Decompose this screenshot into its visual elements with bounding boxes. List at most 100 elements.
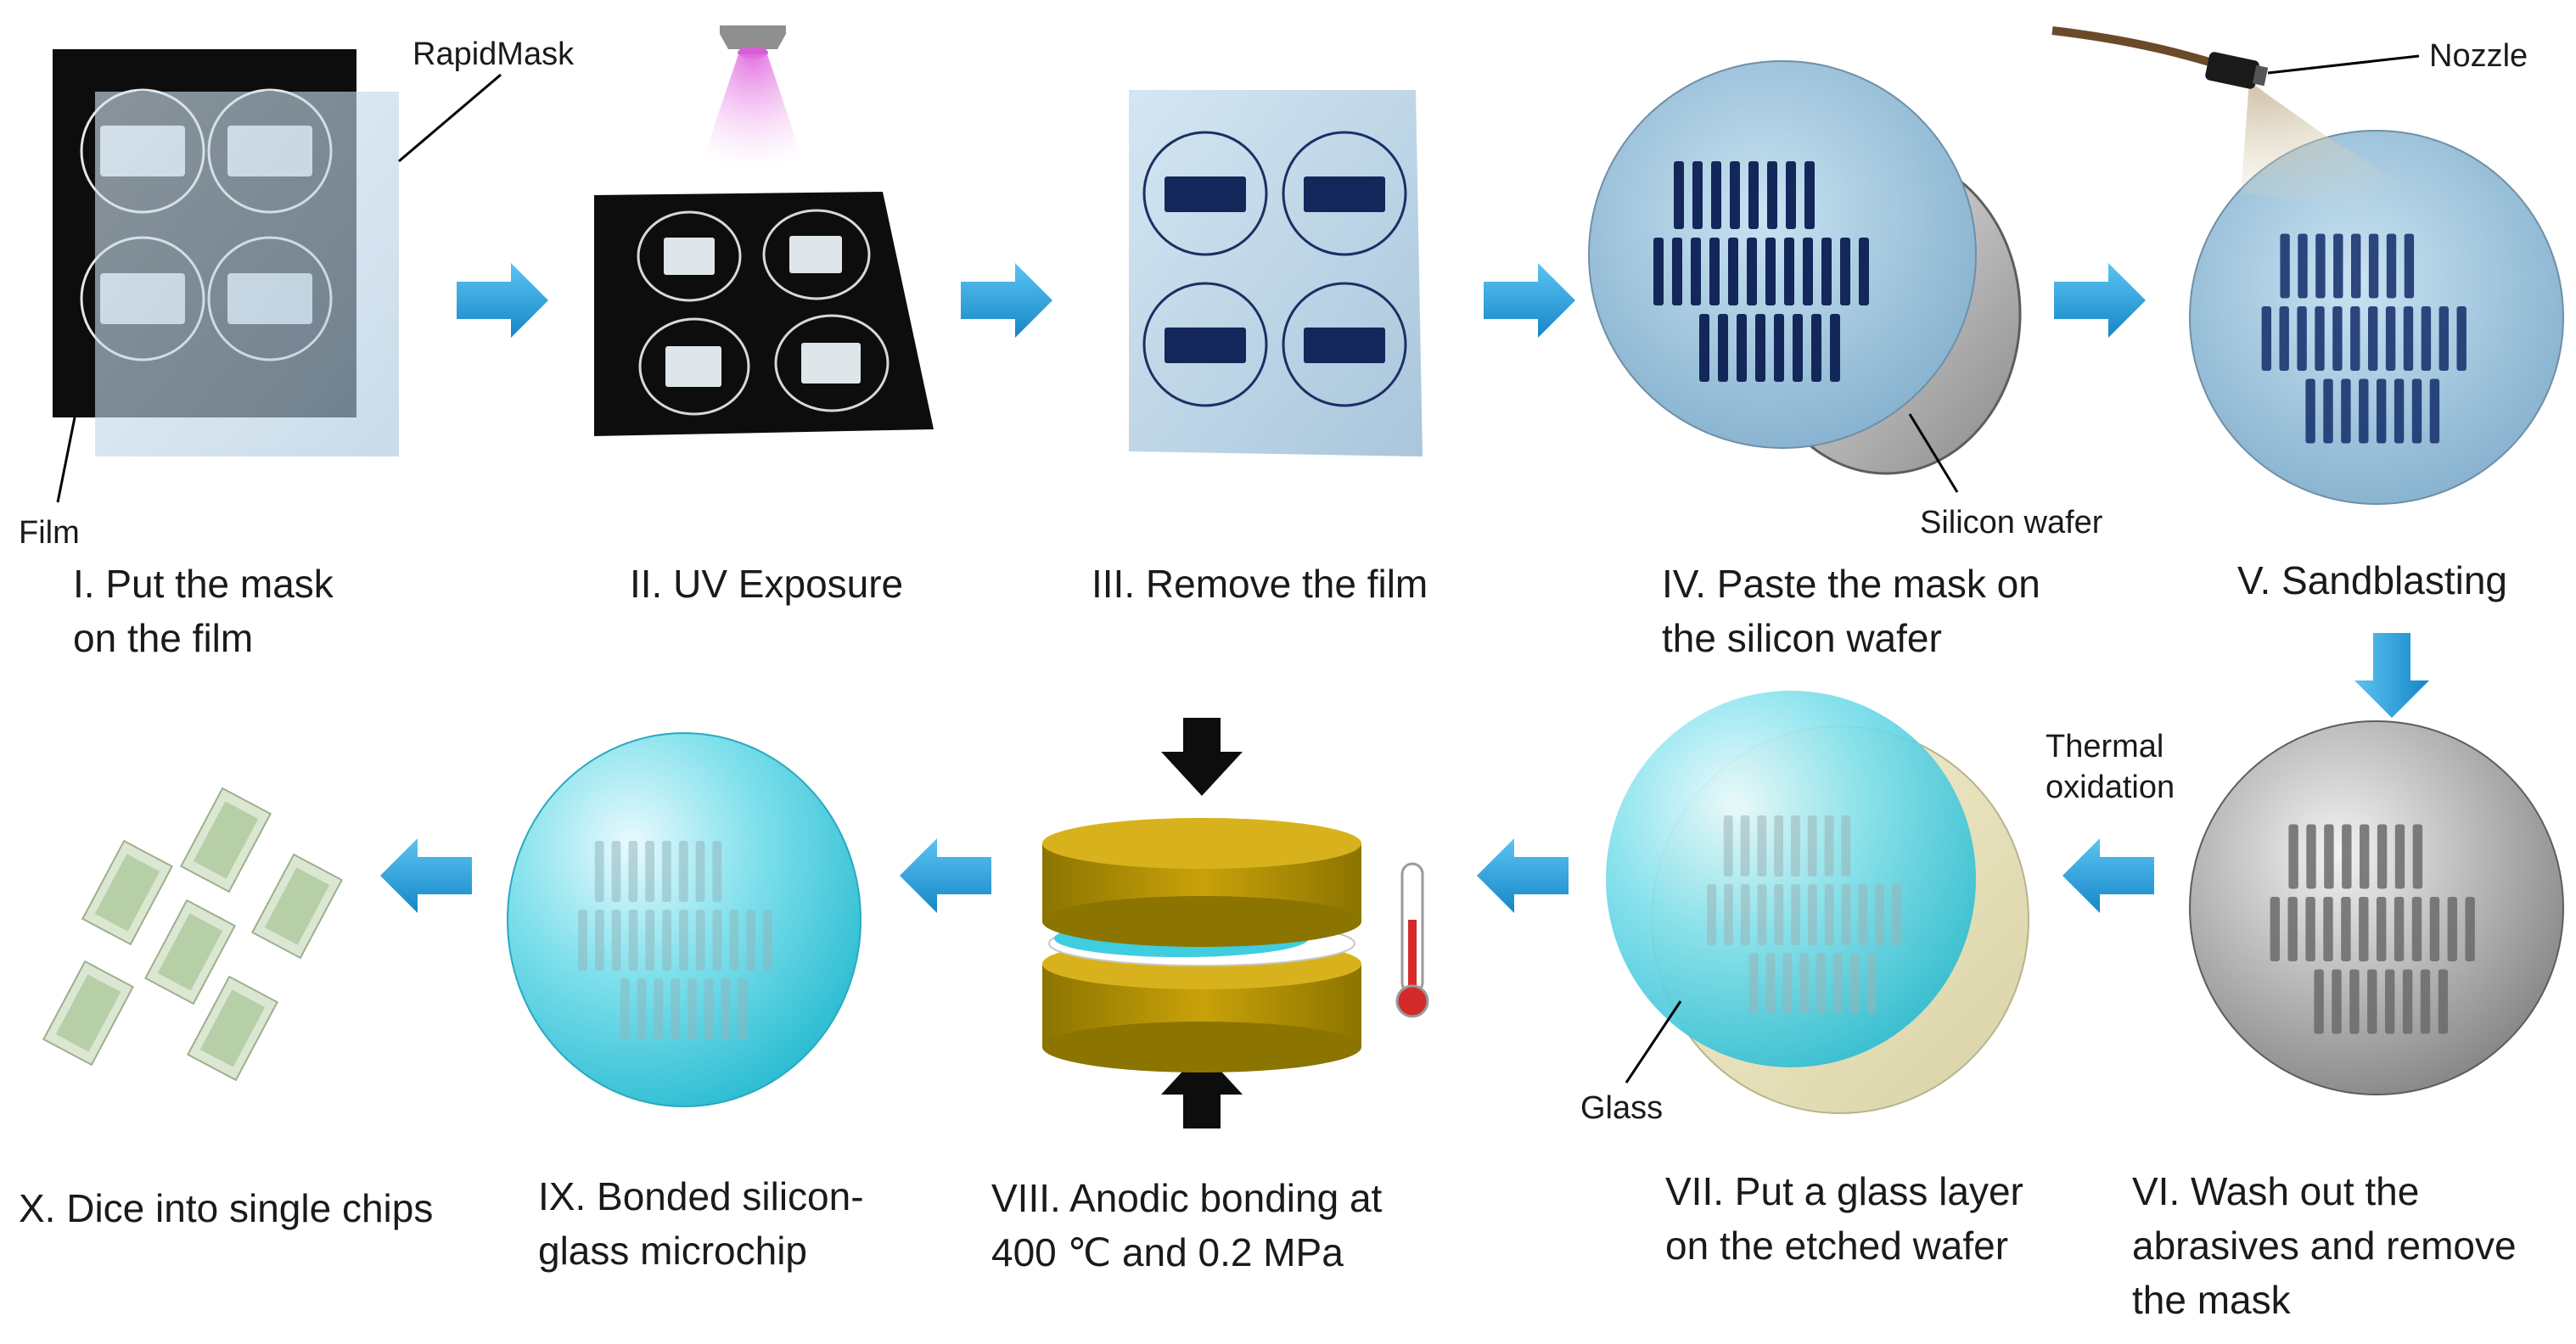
left-arrow-icon [900,838,991,913]
nozzle-label: Nozzle [2429,38,2528,74]
glass-layer [1606,691,1976,1067]
microchannel [2394,824,2405,889]
microchannel [1740,884,1750,945]
microchannel [1804,161,1815,229]
microchannel [1824,884,1834,945]
step-caption-10: X. Dice into single chips [19,1186,434,1230]
microchannel [2456,306,2467,371]
microchannel [1672,238,1682,305]
microchannel [1859,238,1869,305]
microchannel [2429,897,2440,961]
microchannel [2297,306,2307,371]
microchannel [2420,969,2431,1034]
microchannel [2305,378,2315,444]
step-caption-9: IX. Bonded silicon- glass microchip [538,1174,864,1273]
thermal-oxidation-label: Thermal oxidation [2046,729,2175,805]
single-chip [42,960,135,1067]
microchannel [2332,969,2342,1034]
microchannel [2298,233,2308,299]
microchannel [1740,815,1750,876]
step-caption-8: VIII. Anodic bonding at 400 ℃ and 0.2 MP… [991,1176,1383,1274]
step-caption-4: IV. Paste the mask on the silicon wafer [1662,562,2040,660]
microchannel [1692,161,1703,229]
right-arrow-icon [961,263,1052,338]
microchannel [1830,314,1840,382]
single-chip [186,975,279,1082]
wafer-channels-3 [2270,824,2475,1034]
microchannel [2404,233,2415,299]
microchannel [1755,314,1765,382]
microchannel [2279,306,2289,371]
flow-arrows [380,263,2429,913]
microchannel [637,978,647,1039]
step-caption-5: V. Sandblasting [2237,558,2508,602]
left-arrow-icon [1477,838,1569,913]
microchannel [2360,824,2370,889]
top-press-plate [1042,818,1361,947]
microchannel [687,978,697,1039]
microchannel [763,910,772,971]
microchannel [2314,969,2324,1034]
wafer-channels-5 [578,841,772,1039]
microchannel [1841,815,1851,876]
microchannel [1824,815,1834,876]
microchannel [1840,238,1850,305]
right-arrow-icon [457,263,548,338]
microchannel [2394,378,2405,444]
microchannel [654,978,664,1039]
microchannel [628,910,638,971]
microchannel [2377,824,2388,889]
rapidmask-label: RapidMask [412,36,575,72]
microchannel [2315,233,2326,299]
microchannel [2341,897,2351,961]
microchannel [1866,953,1877,1014]
abrasive-spray [2241,81,2461,221]
step6-graphic [2189,720,2564,1095]
press-arrow-icon [1161,718,1243,1128]
glass-leader [1625,1000,1682,1084]
microchannel [2359,897,2369,961]
microchannel [2421,306,2432,371]
step7-graphic [1606,691,2029,1114]
microchannel [712,910,722,971]
step2-graphic [594,25,934,436]
microchannel [1699,314,1709,382]
wafer-channels-4 [1707,815,1901,1014]
microchannel [662,910,671,971]
step5-graphic [2051,26,2564,505]
right-arrow-icon [1484,263,1575,338]
microchannel [1765,238,1776,305]
microchannel [1791,815,1800,876]
microchannel [695,910,705,971]
microchannel [2402,969,2413,1034]
microchannel [2439,306,2449,371]
microchannel [746,910,755,971]
thermometer-icon [1395,862,1429,1018]
microchannel [1718,314,1728,382]
rapidmask-sheet [95,92,399,456]
right-arrow-icon [2054,263,2146,338]
microchannel [2280,233,2290,299]
single-chip [81,839,174,946]
microchannel [1737,314,1747,382]
exposed-patterns [637,209,890,416]
uv-lamp-icon [699,25,806,170]
microchannel [704,978,714,1039]
microchannel [2403,306,2414,371]
rapidmask-leader [398,73,502,163]
microchannel [2332,306,2343,371]
step9-graphic [507,732,861,1107]
microchannel [1841,884,1851,945]
microchannel [1811,314,1821,382]
glass-label: Glass [1580,1090,1664,1126]
microchannel [1832,953,1843,1014]
microchannel [645,910,655,971]
nozzle-icon [2051,26,2269,89]
microchannel [2394,897,2405,961]
microchannel [2351,233,2361,299]
microchannel [1730,161,1740,229]
microchannel [2315,306,2325,371]
microchannel [1793,314,1803,382]
microchannel [2438,969,2449,1034]
